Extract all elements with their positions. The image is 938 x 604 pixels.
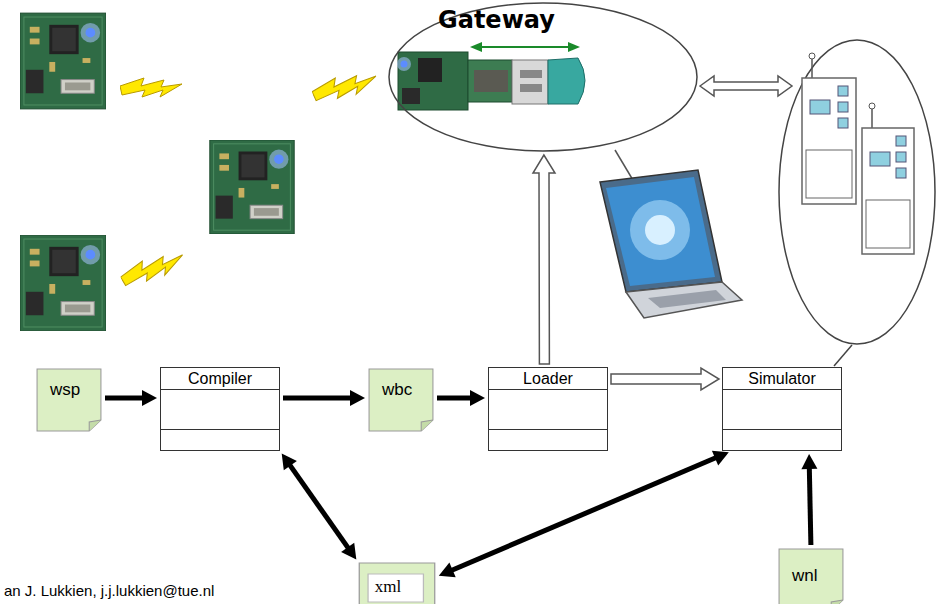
file-label-holder: wnl [778,548,844,586]
bytecode-file: wbc [368,368,434,432]
arrow-shaft [105,396,144,401]
file-name: wbc [382,380,434,400]
source-file: wsp [36,368,102,432]
arrow-head [801,454,817,469]
flow-arrow [439,451,729,578]
author-footer: an J. Lukkien, j.j.lukkien@tue.nl [4,582,214,599]
box-header: Loader [489,368,607,390]
document-icon [368,368,434,432]
box-compartment [489,390,607,430]
file-name: xml [358,577,418,597]
arrow-shaft [451,457,717,570]
arrow-shaft [809,467,811,545]
simulator-box: Simulator [722,367,842,451]
flow-arrow [801,454,817,545]
arrow-head [439,563,456,578]
arrow-shaft [289,464,349,549]
file-label-holder: xml [358,562,418,597]
box-title: Compiler [188,370,252,387]
arrow-head [350,390,365,406]
hollow-arrow-shape [611,368,719,390]
flow-arrow [437,390,485,406]
file-name: wnl [792,566,844,586]
flow-arrow [105,390,157,406]
hollow-arrow-shape [533,155,555,364]
box-title: Loader [523,370,573,387]
flow-arrow [283,390,365,406]
file-label-holder: wbc [368,368,434,400]
hollow-arrow [611,368,719,390]
box-compartment [723,390,841,430]
arrow-head [341,543,356,560]
arrow-head [282,454,297,471]
document-icon [36,368,102,432]
hollow-arrow [533,155,555,364]
arrow-head [142,390,157,406]
box-compartment [161,390,279,430]
file-label-holder: wsp [36,368,102,400]
arrow-head [712,451,729,466]
loader-box: Loader [488,367,608,451]
file-name: wsp [50,380,102,400]
box-header: Compiler [161,368,279,390]
arrow-head [470,390,485,406]
compiler-box: Compiler [160,367,280,451]
arrow-shaft [283,396,352,401]
xml-file: xml [358,562,436,604]
network-file: wnl [778,548,844,604]
box-header: Simulator [723,368,841,390]
flow-arrow [282,454,357,560]
arrow-shaft [437,396,472,401]
box-title: Simulator [748,370,816,387]
gateway-title: Gateway [438,6,555,34]
gateway-ellipse: Gateway [388,2,698,152]
